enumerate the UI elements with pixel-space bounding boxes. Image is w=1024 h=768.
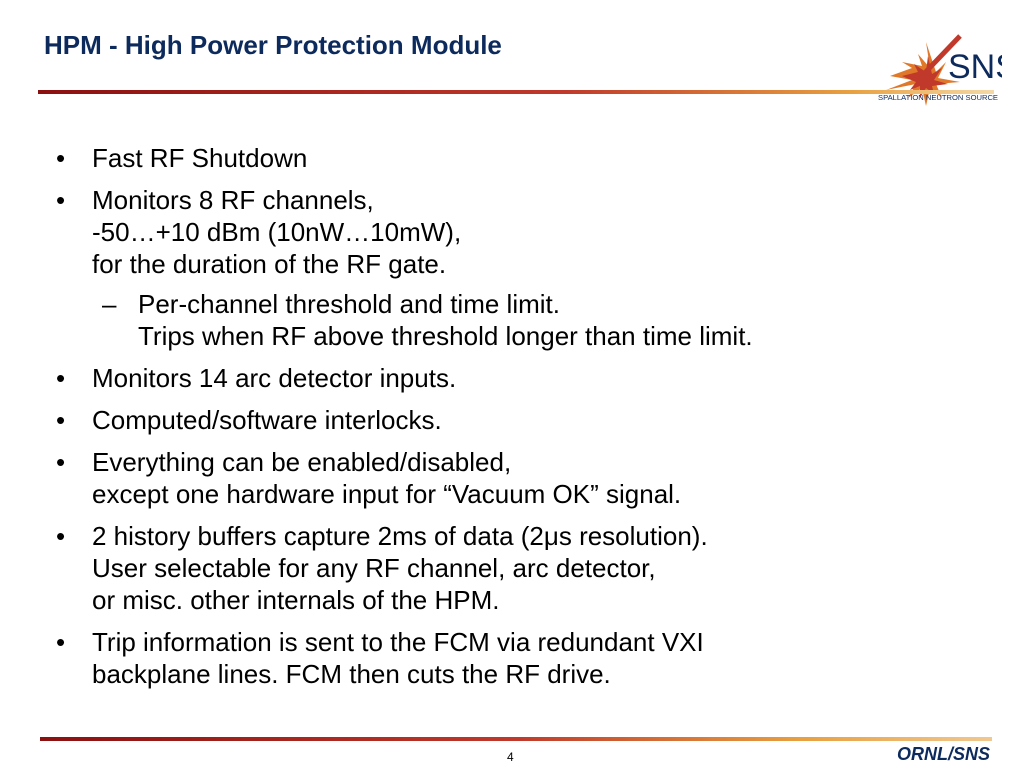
bullet-text: 2 history buffers capture 2ms of data (2… bbox=[92, 521, 708, 551]
starburst-icon bbox=[886, 34, 962, 106]
bullet-item: • Fast RF Shutdown bbox=[56, 142, 986, 174]
logo-subtitle: SPALLATION NEUTRON SOURCE bbox=[878, 93, 998, 102]
footer-organization: ORNL/SNS bbox=[896, 744, 990, 764]
bullet-marker: • bbox=[56, 447, 66, 477]
bullet-marker: • bbox=[56, 521, 66, 551]
bullet-text: backplane lines. FCM then cuts the RF dr… bbox=[92, 659, 611, 689]
bullet-marker: • bbox=[56, 405, 66, 435]
bullet-text: Monitors 8 RF channels, bbox=[92, 185, 374, 215]
bullet-marker: • bbox=[56, 185, 66, 215]
bullet-item: • Everything can be enabled/disabled, ex… bbox=[56, 446, 986, 510]
bullet-list: • Fast RF Shutdown • Monitors 8 RF chann… bbox=[56, 142, 986, 700]
bullet-item: • Monitors 14 arc detector inputs. bbox=[56, 362, 986, 394]
logo-name: SNS bbox=[948, 48, 1002, 86]
sns-logo: SNS SPALLATION NEUTRON SOURCE bbox=[878, 34, 1002, 106]
sub-bullet-text: Per-channel threshold and time limit. bbox=[138, 289, 560, 319]
bullet-text: Trip information is sent to the FCM via … bbox=[92, 627, 704, 657]
bullet-item: • Computed/software interlocks. bbox=[56, 404, 986, 436]
sub-bullet-item: – Per-channel threshold and time limit. … bbox=[56, 288, 986, 352]
sub-bullet-marker: – bbox=[102, 289, 117, 319]
bullet-marker: • bbox=[56, 627, 66, 657]
bullet-text: -50…+10 dBm (10nW…10mW), bbox=[92, 217, 462, 247]
bullet-text: or misc. other internals of the HPM. bbox=[92, 585, 500, 615]
bullet-text: Fast RF Shutdown bbox=[92, 143, 308, 173]
title-divider bbox=[38, 90, 994, 94]
bullet-text: Computed/software interlocks. bbox=[92, 405, 442, 435]
bullet-item: • 2 history buffers capture 2ms of data … bbox=[56, 520, 986, 616]
page-number: 4 bbox=[507, 750, 514, 764]
bullet-text: Everything can be enabled/disabled, bbox=[92, 447, 512, 477]
bullet-item: • Trip information is sent to the FCM vi… bbox=[56, 626, 986, 690]
footer-divider bbox=[40, 737, 992, 741]
bullet-marker: • bbox=[56, 143, 66, 173]
bullet-text: Monitors 14 arc detector inputs. bbox=[92, 363, 457, 393]
bullet-marker: • bbox=[56, 363, 66, 393]
slide-title: HPM - High Power Protection Module bbox=[44, 30, 502, 60]
sub-bullet-text: Trips when RF above threshold longer tha… bbox=[138, 321, 753, 351]
bullet-text: for the duration of the RF gate. bbox=[92, 249, 447, 279]
bullet-text: User selectable for any RF channel, arc … bbox=[92, 553, 656, 583]
bullet-text: except one hardware input for “Vacuum OK… bbox=[92, 479, 682, 509]
bullet-item: • Monitors 8 RF channels, -50…+10 dBm (1… bbox=[56, 184, 986, 280]
